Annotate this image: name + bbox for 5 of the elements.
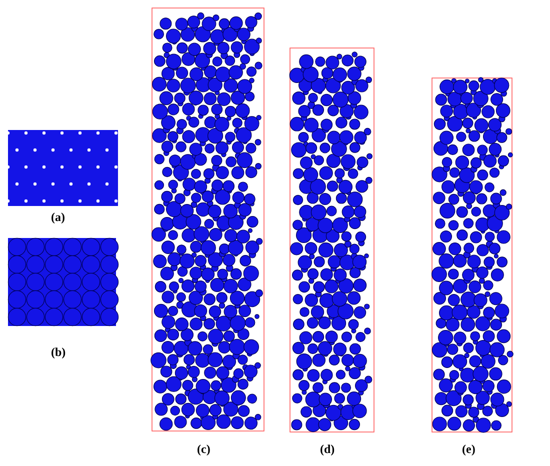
panel-label: (d) bbox=[320, 442, 335, 457]
panel-label: (c) bbox=[197, 442, 210, 457]
panel-label: (a) bbox=[51, 210, 65, 225]
panel-label: (e) bbox=[462, 442, 476, 457]
panel-label: (b) bbox=[51, 345, 66, 360]
